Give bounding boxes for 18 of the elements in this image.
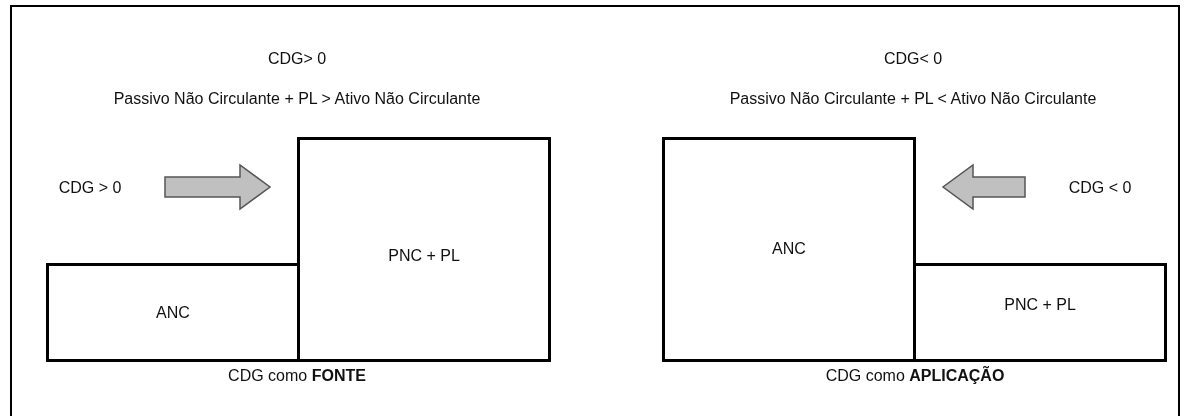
- condition-heading: CDG< 0: [883, 50, 943, 68]
- block-label: PNC + PL: [388, 247, 460, 266]
- caption: CDG como FONTE: [228, 367, 366, 385]
- arrow-label: CDG < 0: [1068, 179, 1132, 197]
- condition-text: Passivo Não Circulante + PL > Ativo Não Circulante: [113, 90, 481, 108]
- block-arrow: [164, 163, 272, 211]
- caption: CDG como APLICAÇÃO: [825, 367, 1005, 385]
- block-label: PNC + PL: [1004, 296, 1076, 315]
- asset-block: [662, 137, 916, 362]
- liability-equity-block: [297, 137, 551, 362]
- condition-heading: CDG> 0: [267, 50, 327, 68]
- block-arrow: [941, 163, 1026, 211]
- block-label: ANC: [156, 304, 190, 323]
- block-label: ANC: [772, 240, 806, 259]
- asset-block: [46, 263, 300, 362]
- arrow-label: CDG > 0: [58, 179, 122, 197]
- condition-text: Passivo Não Circulante + PL < Ativo Não Circulante: [729, 90, 1097, 108]
- liability-equity-block: [913, 263, 1167, 362]
